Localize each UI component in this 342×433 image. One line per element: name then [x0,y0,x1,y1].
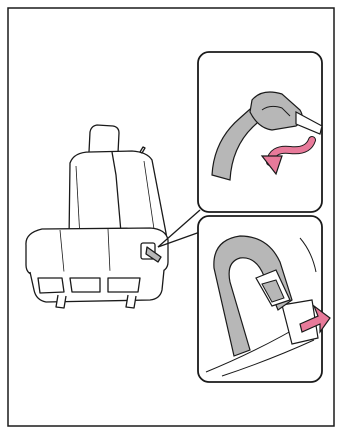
detail-panel-bottom [198,216,330,382]
base-opening-right [108,278,140,292]
seat-leg-left [56,295,66,308]
base-opening-middle [70,278,100,292]
detail-panel-top [198,52,322,212]
rear-seat [26,125,168,308]
headrest [89,125,119,153]
belt-anchor-top [140,147,145,153]
base-opening-left [38,278,64,293]
seat-leg-right [126,295,136,308]
